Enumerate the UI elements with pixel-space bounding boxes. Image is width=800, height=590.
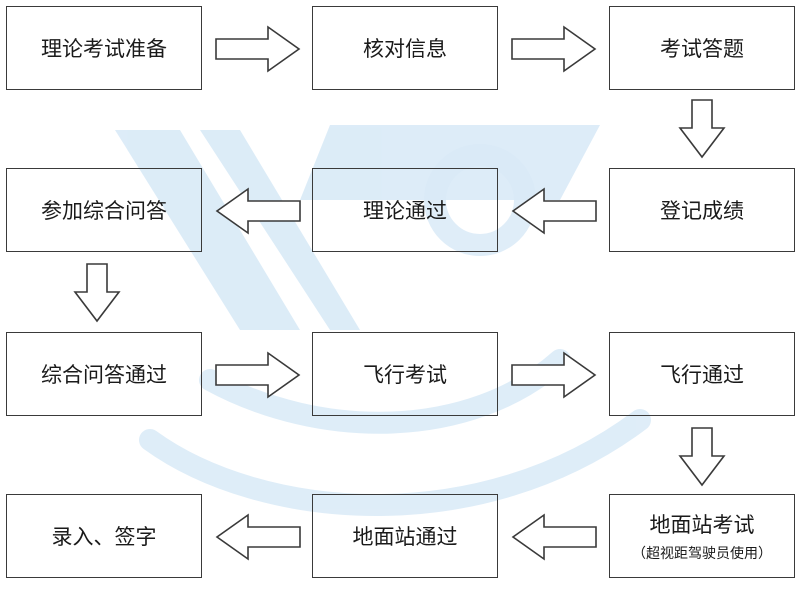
arrow-right-icon [215,351,301,399]
arrow-left-icon [511,513,597,561]
step-ground-station-passed: 地面站通过 [312,494,498,578]
step-label: 核对信息 [363,37,447,61]
arrow-right-icon [511,351,597,399]
step-label: 地面站考试 [649,513,755,537]
step-label: 飞行考试 [363,363,447,387]
arrow-right-icon [215,25,301,73]
step-oral-qa-passed: 综合问答通过 [6,332,202,416]
step-label: 理论考试准备 [41,37,167,61]
step-flight-exam: 飞行考试 [312,332,498,416]
arrow-left-icon [511,187,597,235]
arrow-down-icon [678,99,726,159]
step-label: 考试答题 [660,37,744,61]
step-theory-exam-prep: 理论考试准备 [6,6,202,90]
arrow-right-icon [511,25,597,73]
step-label: 录入、签字 [51,525,157,549]
arrow-left-icon [215,513,301,561]
step-label: 地面站通过 [352,525,458,549]
step-flight-passed: 飞行通过 [609,332,795,416]
step-label: 参加综合问答 [41,199,167,223]
step-label: 飞行通过 [660,363,744,387]
step-join-oral-qa: 参加综合问答 [6,168,202,252]
step-label: 登记成绩 [660,199,744,223]
arrow-left-icon [215,187,301,235]
arrow-down-icon [678,427,726,487]
step-verify-info: 核对信息 [312,6,498,90]
step-record-sign: 录入、签字 [6,494,202,578]
step-label: 理论通过 [363,199,447,223]
step-label: 综合问答通过 [41,363,167,387]
step-answer-exam: 考试答题 [609,6,795,90]
step-record-score: 登记成绩 [609,168,795,252]
arrow-down-icon [73,263,121,323]
step-ground-station-exam: 地面站考试 （超视距驾驶员使用） [609,494,795,578]
step-theory-passed: 理论通过 [312,168,498,252]
step-note: （超视距驾驶员使用） [632,546,772,562]
